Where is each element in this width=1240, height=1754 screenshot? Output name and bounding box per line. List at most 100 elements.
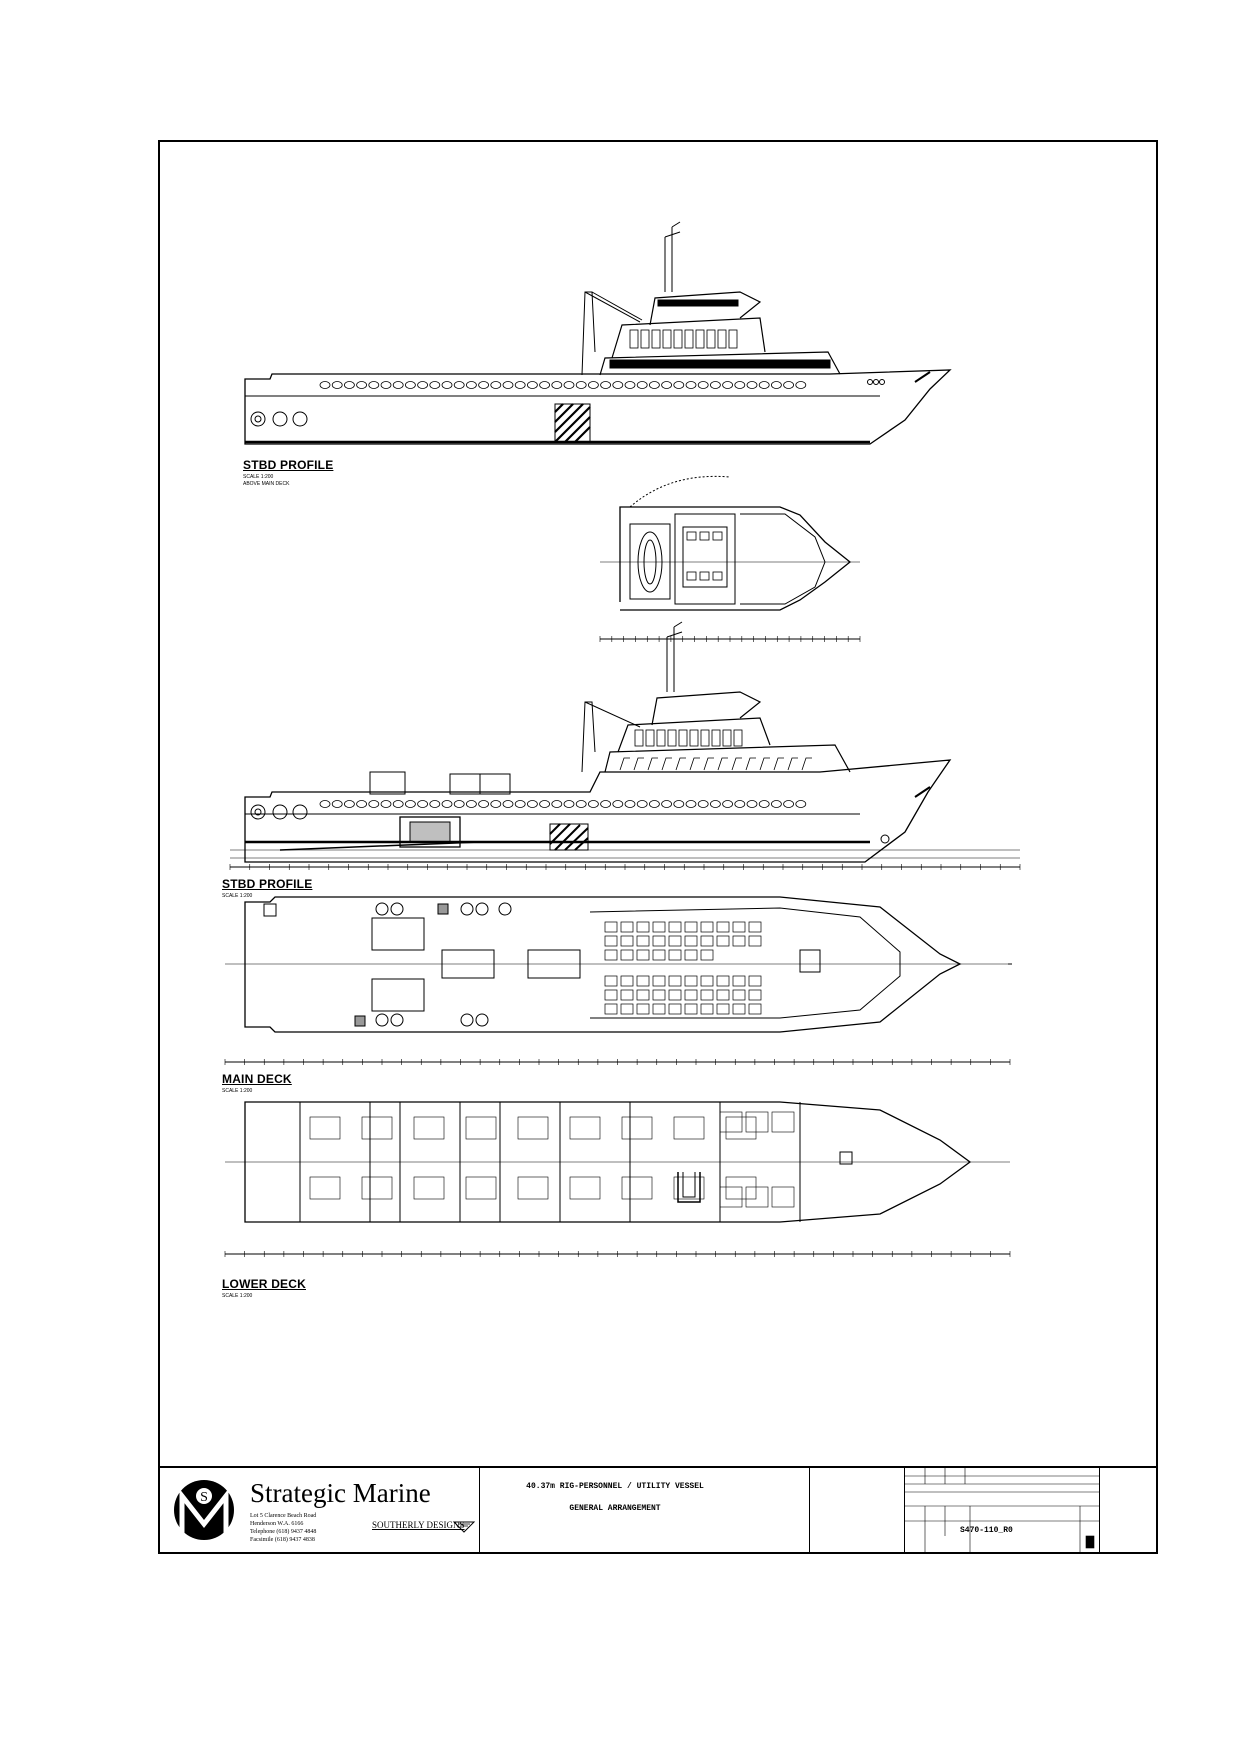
compartment: [413, 1176, 445, 1200]
compartment: [517, 1176, 549, 1200]
passenger-seat: [647, 757, 658, 771]
window: [656, 729, 666, 747]
window: [640, 329, 650, 349]
passenger-seat: [636, 989, 650, 1001]
window: [684, 329, 694, 349]
compartment: [361, 1176, 393, 1200]
title-block-grid: [905, 1466, 1100, 1552]
fender-tyre: [636, 800, 648, 808]
compartment: [569, 1116, 601, 1140]
fender-tyre: [685, 800, 697, 808]
passenger-seat: [636, 935, 650, 947]
fender-tyre: [771, 381, 782, 389]
window: [662, 329, 672, 349]
vessel-title: 40.37m RIG-PERSONNEL / UTILITY VESSEL: [526, 1482, 704, 1491]
fender-tyre: [673, 381, 685, 389]
window: [706, 329, 716, 349]
passenger-seat: [716, 1003, 730, 1015]
fender-tyre: [697, 800, 709, 808]
passenger-seat: [732, 921, 746, 933]
passenger-seat: [620, 975, 634, 987]
fender-tyre: [612, 381, 624, 389]
fender-tyre: [502, 381, 514, 389]
passenger-seat: [652, 935, 666, 947]
company-name: Strategic Marine: [250, 1478, 431, 1508]
window: [711, 729, 721, 747]
lower-deck-drawing: [224, 1101, 1011, 1257]
compartment: [309, 1176, 341, 1200]
compartment: [673, 1116, 705, 1140]
main-deck-drawing: [224, 896, 1012, 1065]
cabin-berth: [771, 1186, 795, 1208]
compartment: [725, 1176, 757, 1200]
passenger-seat: [732, 1003, 746, 1015]
fender-tyre: [685, 381, 697, 389]
fender-tyre: [490, 381, 502, 389]
svg-text:S: S: [200, 1490, 208, 1505]
passenger-seat: [620, 921, 634, 933]
fender-tyre: [331, 381, 343, 389]
fender-tyre: [600, 381, 612, 389]
designer-logo: [452, 1521, 476, 1533]
view-scale-main-deck: SCALE 1:200: [222, 1088, 253, 1094]
passenger-seat: [684, 949, 698, 961]
passenger-seat: [636, 1003, 650, 1015]
fender-tyre: [514, 800, 526, 808]
passenger-seat: [700, 935, 714, 947]
compartment: [465, 1176, 497, 1200]
fender-tyre: [404, 800, 416, 808]
window: [700, 729, 710, 747]
compartment: [361, 1116, 393, 1140]
fender-tyre: [710, 800, 721, 808]
passenger-seat: [684, 975, 698, 987]
seat: [699, 571, 710, 581]
window: [634, 729, 644, 747]
passenger-seat: [668, 935, 682, 947]
fender-tyre: [624, 381, 636, 389]
fender-tyre: [319, 800, 331, 808]
fender-tyre: [343, 800, 355, 808]
fender-tyre: [502, 800, 514, 808]
fender-tyre: [746, 381, 758, 389]
drawing-title: GENERAL ARRANGEMENT: [569, 1504, 661, 1513]
passenger-seat: [716, 989, 730, 1001]
compartment: [725, 1116, 757, 1140]
fender-tyre: [661, 381, 673, 389]
passenger-seat: [731, 757, 742, 771]
fender-tyre: [392, 800, 404, 808]
passenger-seat: [748, 989, 762, 1001]
passenger-seat: [748, 921, 762, 933]
passenger-seat: [748, 1003, 762, 1015]
fender-tyre: [417, 800, 429, 808]
fender-tyre: [612, 800, 624, 808]
fender-tyre: [587, 381, 599, 389]
passenger-seat: [684, 921, 698, 933]
compartment: [621, 1116, 653, 1140]
fender-tyre: [587, 800, 599, 808]
passenger-seat: [619, 757, 630, 771]
passenger-seat: [703, 757, 714, 771]
cabin-berth: [719, 1111, 743, 1133]
window: [673, 329, 683, 349]
wheelhouse-plan-drawing: [599, 475, 861, 642]
fender-tyre: [771, 800, 782, 808]
compartment: [465, 1116, 497, 1140]
passenger-seat: [633, 757, 644, 771]
designer-name: SOUTHERLY DESIGNS: [372, 1520, 465, 1530]
passenger-seat: [668, 921, 682, 933]
fender-tyre: [783, 800, 794, 808]
fender-tyre: [514, 381, 526, 389]
fender-tyre: [331, 800, 343, 808]
passenger-seat: [700, 921, 714, 933]
fender-tyre: [697, 381, 709, 389]
fender-tyre: [722, 381, 733, 389]
compartment: [621, 1176, 653, 1200]
fender-tyre: [429, 800, 441, 808]
compartment: [569, 1176, 601, 1200]
fender-tyre: [746, 800, 758, 808]
passenger-seat: [745, 757, 756, 771]
window: [651, 329, 661, 349]
title-block-title-cell: [480, 1468, 810, 1552]
fender-tyre: [478, 381, 490, 389]
cabin-berth: [745, 1186, 769, 1208]
